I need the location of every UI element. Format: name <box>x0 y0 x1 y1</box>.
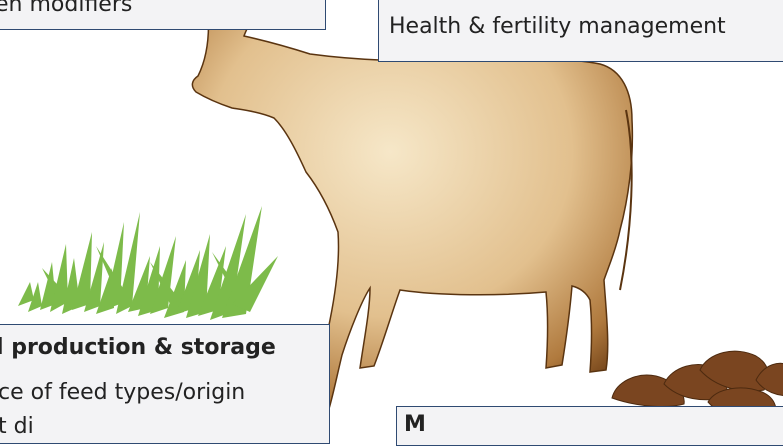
top-left-text: en modifiers <box>0 0 132 17</box>
grass-icon <box>18 206 278 320</box>
bottom-left-title: l production & storage <box>0 335 276 360</box>
bottom-right-title: M <box>404 412 426 437</box>
top-right-text: Health & fertility management <box>389 14 726 39</box>
bottom-right-box <box>396 406 783 446</box>
bottom-left-line1: ce of feed types/origin <box>0 380 245 405</box>
